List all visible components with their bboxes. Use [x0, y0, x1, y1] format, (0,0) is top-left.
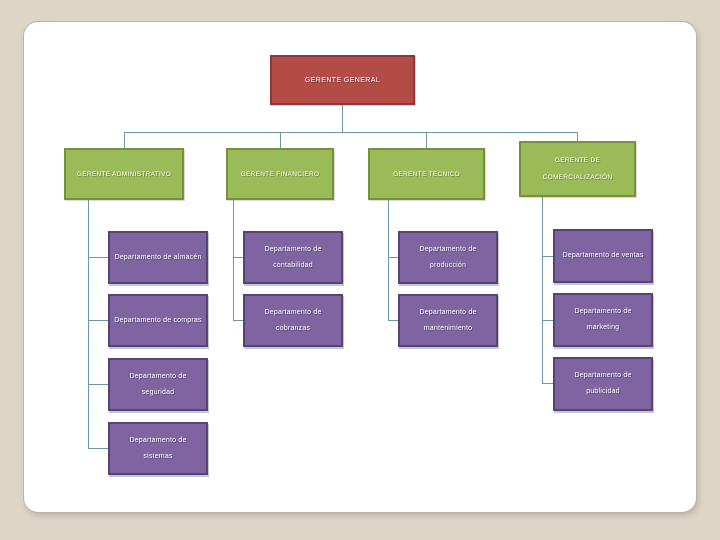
dept-label-publicidad: Departamento de publicidad — [574, 372, 632, 395]
connector-drop-financiero — [280, 132, 281, 148]
manager-box-administrativo: GERENTE ADMINISTRATIVO — [64, 148, 184, 200]
dept-box-seguridad: Departamento de seguridad — [108, 358, 208, 411]
stub-col4-row1 — [542, 256, 553, 257]
dept-box-ventas: Departamento de ventas — [553, 229, 653, 283]
stub-col1-row3 — [88, 384, 108, 385]
stub-col3-row1 — [388, 257, 398, 258]
dept-label-contabilidad: Departamento de contabilidad — [264, 245, 322, 269]
dept-box-cobranzas: Departamento de cobranzas — [243, 294, 343, 347]
stub-col4-row3 — [542, 383, 553, 384]
manager-label-comercializacion: GERENTE DE COMERCIALIZACIÓN — [542, 157, 613, 181]
dept-box-mantenimiento: Departamento de mantenimiento — [398, 294, 498, 347]
manager-label-tecnico: GERENTE TECNICO — [393, 170, 460, 178]
dept-label-almacen: Departamento de almacén — [114, 253, 202, 261]
dept-label-compras: Departamento de compras — [114, 316, 202, 324]
manager-box-tecnico: GERENTE TECNICO — [368, 148, 485, 200]
stub-col1-row2 — [88, 320, 108, 321]
trunk-col3 — [388, 200, 389, 321]
connector-root-stem — [342, 105, 343, 132]
stub-col1-row4 — [88, 448, 108, 449]
dept-box-publicidad: Departamento de publicidad — [553, 357, 653, 411]
dept-label-cobranzas: Departamento de cobranzas — [264, 308, 322, 332]
trunk-col1 — [88, 200, 89, 449]
dept-box-marketing: Departamento de marketing — [553, 293, 653, 347]
manager-label-financiero: GERENTE FINANCIERO — [240, 170, 320, 178]
slide: GERENTE GENERAL GERENTE ADMINISTRATIVO G… — [24, 22, 696, 512]
root-label: GERENTE GENERAL — [304, 76, 381, 84]
dept-label-produccion: Departamento de producción — [419, 245, 477, 269]
trunk-col2 — [233, 200, 234, 321]
dept-label-marketing: Departamento de marketing — [574, 308, 632, 331]
dept-label-sistemas: Departamento de sistemas — [129, 436, 187, 460]
connector-drop-administrativo — [124, 132, 125, 148]
dept-box-compras: Departamento de compras — [108, 294, 208, 347]
manager-label-administrativo: GERENTE ADMINISTRATIVO — [76, 170, 172, 178]
stub-col2-row2 — [233, 320, 243, 321]
trunk-col4 — [542, 197, 543, 384]
dept-box-sistemas: Departamento de sistemas — [108, 422, 208, 475]
connector-drop-tecnico — [426, 132, 427, 148]
root-box-gerente-general: GERENTE GENERAL — [270, 55, 415, 105]
stub-col3-row2 — [388, 320, 398, 321]
dept-label-ventas: Departamento de ventas — [562, 252, 644, 259]
dept-label-mantenimiento: Departamento de mantenimiento — [419, 308, 477, 332]
stub-col2-row1 — [233, 257, 243, 258]
dept-box-contabilidad: Departamento de contabilidad — [243, 231, 343, 284]
dept-label-seguridad: Departamento de seguridad — [129, 372, 187, 396]
stub-col4-row2 — [542, 320, 553, 321]
stub-col1-row1 — [88, 257, 108, 258]
manager-box-financiero: GERENTE FINANCIERO — [226, 148, 334, 200]
connector-drop-comercializacion — [577, 132, 578, 143]
dept-box-produccion: Departamento de producción — [398, 231, 498, 284]
manager-box-comercializacion: GERENTE DE COMERCIALIZACIÓN — [519, 141, 636, 197]
connector-level1-hline — [124, 132, 578, 133]
dept-box-almacen: Departamento de almacén — [108, 231, 208, 284]
